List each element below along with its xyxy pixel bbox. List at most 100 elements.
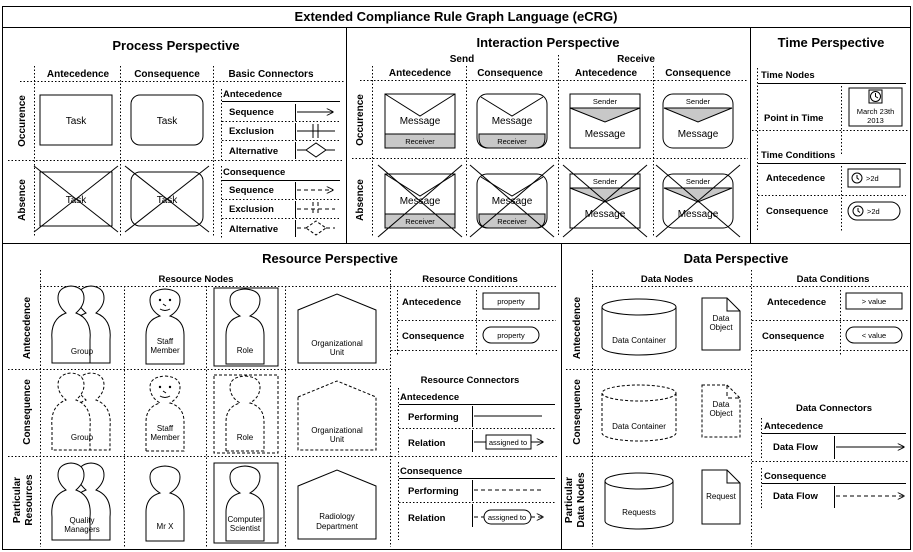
cs-label-2: Scientist bbox=[230, 524, 261, 533]
main-title: Extended Compliance Rule Graph Language … bbox=[295, 9, 618, 24]
resource-row-consequence: Consequence bbox=[22, 379, 33, 445]
time-nodes-header: Time Nodes bbox=[761, 70, 815, 81]
connectors-antecedence-header: Antecedence bbox=[223, 89, 282, 100]
org-antecedence-label-2: Unit bbox=[330, 348, 345, 357]
resource-connectors-header: Resource Connectors bbox=[421, 375, 520, 386]
group-antecedence-node bbox=[51, 285, 111, 364]
data-title: Data Perspective bbox=[684, 251, 789, 266]
time-title: Time Perspective bbox=[778, 35, 885, 50]
time-conditions-header: Time Conditions bbox=[761, 150, 835, 161]
performing-consequence-label: Performing bbox=[408, 486, 459, 497]
performing-label: Performing bbox=[408, 412, 459, 423]
receive-consequence-message-label: Message bbox=[678, 129, 719, 140]
requests-label: Requests bbox=[622, 508, 656, 517]
resource-row-particular-2: Resources bbox=[24, 474, 35, 526]
receive-consequence-absence-message: Message bbox=[678, 209, 719, 220]
radiology-department-node bbox=[297, 469, 377, 540]
task-antecedence-node bbox=[39, 94, 113, 146]
data-row-particular-1: Particular bbox=[564, 477, 575, 523]
radiology-label-2: Department bbox=[316, 522, 359, 531]
org-antecedence-label-1: Organizational bbox=[311, 339, 363, 348]
data-connectors-header: Data Connectors bbox=[796, 403, 872, 414]
receive-antecedence-sender-label: Sender bbox=[593, 97, 618, 106]
receive-consequence: Consequence bbox=[665, 68, 731, 79]
send-antecedence-receiver-label: Receiver bbox=[405, 137, 435, 146]
org-consequence-label-1: Organizational bbox=[311, 426, 363, 435]
staff-consequence-label-2: Member bbox=[150, 433, 180, 442]
object-antecedence-label-2: Object bbox=[709, 323, 733, 332]
receive-antecedence: Antecedence bbox=[575, 68, 638, 79]
group-antecedence-label: Group bbox=[71, 347, 94, 356]
cs-label-1: Computer bbox=[227, 515, 262, 524]
task-consequence-absence-label: Task bbox=[157, 195, 179, 206]
interaction-row-absence: Absence bbox=[355, 179, 366, 221]
alternative-connector bbox=[305, 142, 327, 158]
relation-antecedence-value: assigned to bbox=[489, 438, 527, 447]
clock-icon bbox=[851, 172, 863, 184]
org-unit-consequence-node bbox=[297, 380, 377, 451]
data-row-consequence: Consequence bbox=[572, 379, 583, 445]
object-consequence-label-2: Object bbox=[709, 409, 733, 418]
role-antecedence-label: Role bbox=[237, 346, 254, 355]
role-consequence-label: Role bbox=[237, 433, 254, 442]
resource-perspective: Resource Perspective Resource Nodes Reso… bbox=[8, 251, 557, 547]
data-cond-consequence-value: < value bbox=[862, 331, 886, 340]
container-consequence-label: Data Container bbox=[612, 422, 666, 431]
resource-row-particular-1: Particular bbox=[12, 477, 23, 523]
interaction-perspective: Interaction Perspective Send Receive Ant… bbox=[352, 35, 748, 238]
send-header: Send bbox=[450, 54, 474, 65]
time-perspective: Time Perspective Time Nodes Point in Tim… bbox=[752, 35, 908, 232]
alternative-consequence-label: Alternative bbox=[229, 224, 278, 235]
staff-antecedence-label-1: Staff bbox=[157, 337, 174, 346]
relation-consequence-label: Relation bbox=[408, 513, 446, 524]
group-consequence-node bbox=[51, 372, 111, 451]
time-cond-consequence-value: >2d bbox=[867, 207, 880, 216]
resource-conditions-header: Resource Conditions bbox=[422, 274, 518, 285]
quality-label-1: Quality bbox=[70, 516, 95, 525]
resource-nodes-header: Resource Nodes bbox=[159, 274, 234, 285]
time-condition-antecedence bbox=[847, 168, 901, 188]
clock-icon bbox=[852, 205, 864, 217]
receive-antecedence-message-label: Message bbox=[585, 129, 626, 140]
resource-cond-antecedence-label: Antecedence bbox=[402, 297, 461, 308]
data-cond-antecedence-value: > value bbox=[862, 297, 886, 306]
send-antecedence-absence-receiver: Receiver bbox=[405, 217, 435, 226]
clock-icon bbox=[870, 91, 881, 102]
staff-member-consequence-node bbox=[145, 375, 185, 452]
data-cond-consequence-label: Consequence bbox=[762, 331, 824, 342]
process-col-connectors: Basic Connectors bbox=[228, 69, 313, 80]
process-row-absence: Absence bbox=[17, 179, 28, 221]
org-unit-antecedence-node bbox=[297, 293, 377, 364]
requests-node bbox=[604, 472, 674, 530]
process-col-consequence: Consequence bbox=[134, 69, 200, 80]
mr-x-node bbox=[145, 465, 185, 542]
resource-condition-antecedence bbox=[482, 292, 540, 310]
process-row-occurence: Occurence bbox=[17, 95, 28, 147]
resource-row-antecedence: Antecedence bbox=[22, 296, 33, 359]
container-antecedence-label: Data Container bbox=[612, 336, 666, 345]
data-row-particular-2: Data Nodes bbox=[576, 472, 587, 527]
data-container-antecedence-node bbox=[601, 298, 677, 356]
data-flow-consequence-label: Data Flow bbox=[773, 491, 818, 502]
interaction-row-occurence: Occurence bbox=[355, 94, 366, 146]
data-container-consequence-node bbox=[601, 384, 677, 442]
quality-label-2: Managers bbox=[64, 525, 100, 534]
date-line1: March 23th bbox=[857, 107, 895, 116]
point-in-time-label: Point in Time bbox=[764, 113, 823, 124]
data-condition-consequence bbox=[845, 326, 903, 344]
exclusion-consequence-label: Exclusion bbox=[229, 204, 274, 215]
alternative-consequence-connector bbox=[305, 220, 327, 236]
data-conn-consequence-header: Consequence bbox=[764, 471, 826, 482]
send-consequence-absence-receiver: Receiver bbox=[497, 217, 527, 226]
interaction-title: Interaction Perspective bbox=[476, 35, 619, 50]
process-col-antecedence: Antecedence bbox=[47, 69, 110, 80]
data-row-antecedence: Antecedence bbox=[572, 296, 583, 359]
resource-cond-consequence-label: Consequence bbox=[402, 331, 464, 342]
resource-cond-consequence-value: property bbox=[497, 331, 525, 340]
sequence-label: Sequence bbox=[229, 107, 274, 118]
resource-title: Resource Perspective bbox=[262, 251, 398, 266]
receive-antecedence-absence-sender: Sender bbox=[593, 177, 618, 186]
staff-antecedence-label-2: Member bbox=[150, 346, 180, 355]
relation-label: Relation bbox=[408, 438, 446, 449]
